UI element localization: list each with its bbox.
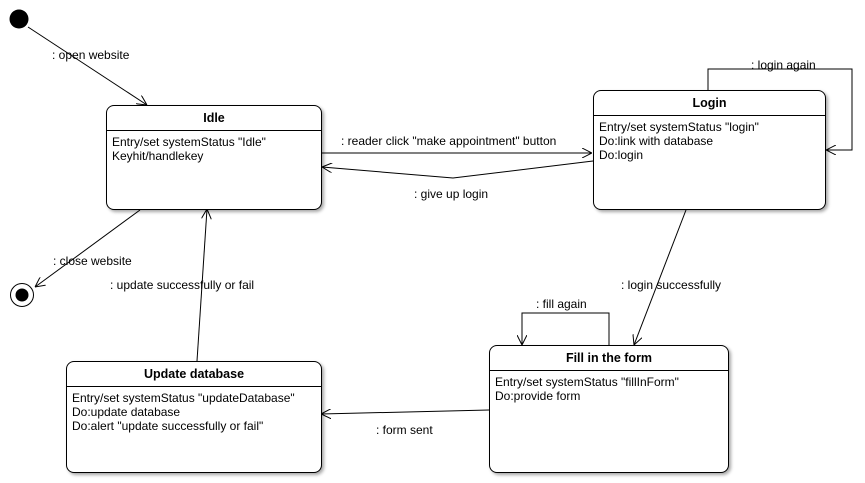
label-form-sent: : form sent [376, 423, 433, 437]
final-state-node [10, 283, 34, 307]
label-open-website: : open website [52, 48, 130, 62]
state-login-activity: Entry/set systemStatus "login" [599, 120, 759, 134]
state-login-activity: Do:link with database [599, 134, 714, 148]
state-idle: Idle Entry/set systemStatus "Idle" Keyhi… [106, 105, 322, 210]
transition-close-website [35, 209, 141, 287]
state-idle-name: Idle [107, 106, 321, 131]
state-update-database-activity: Do:alert "update successfully or fail" [72, 419, 264, 433]
state-idle-activity: Entry/set systemStatus "Idle" [112, 135, 266, 149]
transition-login-successfully [634, 209, 687, 345]
transition-login-again [707, 68, 853, 150]
label-login-successfully: : login successfully [621, 278, 722, 292]
label-give-up-login: : give up login [414, 187, 489, 201]
transition-update-result [196, 209, 207, 362]
state-update-database: Update database Entry/set systemStatus "… [66, 361, 322, 473]
state-fill-form-activity: Entry/set systemStatus "fillInForm" [495, 375, 679, 389]
transition-form-sent [321, 410, 490, 414]
state-login-activities: Entry/set systemStatus "login" Do:link w… [594, 116, 825, 162]
state-fill-form-activity: Do:provide form [495, 389, 581, 403]
label-update-result: : update successfully or fail [110, 278, 255, 292]
state-idle-activities: Entry/set systemStatus "Idle" Keyhit/han… [107, 131, 321, 163]
state-update-database-name: Update database [67, 362, 321, 387]
state-fill-form-activities: Entry/set systemStatus "fillInForm" Do:p… [490, 371, 728, 403]
label-login-again: : login again [751, 58, 816, 72]
state-login: Login Entry/set systemStatus "login" Do:… [593, 90, 826, 210]
state-idle-activity: Keyhit/handlekey [112, 149, 204, 163]
state-login-name: Login [594, 91, 825, 116]
transition-open-website [27, 26, 147, 105]
state-login-activity: Do:login [599, 148, 644, 162]
label-reader-click: : reader click "make appointment" button [341, 134, 557, 148]
transition-give-up-login [322, 160, 594, 179]
initial-state-node [9, 9, 29, 29]
label-close-website: : close website [53, 254, 132, 268]
transition-fill-again [522, 312, 610, 345]
state-update-database-activities: Entry/set systemStatus "updateDatabase" … [67, 387, 321, 433]
state-update-database-activity: Entry/set systemStatus "updateDatabase" [72, 391, 295, 405]
label-fill-again: : fill again [536, 297, 587, 311]
state-fill-form-name: Fill in the form [490, 346, 728, 371]
state-fill-form: Fill in the form Entry/set systemStatus … [489, 345, 729, 473]
state-update-database-activity: Do:update database [72, 405, 181, 419]
